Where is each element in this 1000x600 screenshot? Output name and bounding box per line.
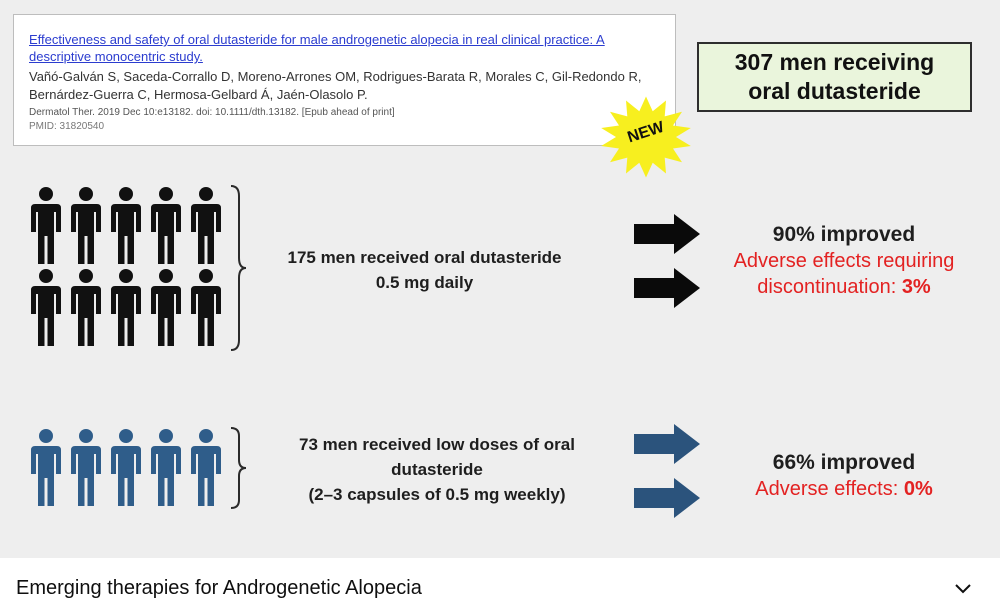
people-group-low-dose [26,428,226,508]
person-icon [151,187,181,264]
group-daily-line-1: 175 men received oral dutasteride [287,248,562,267]
result-low-dose-improved: 66% improved [772,451,916,474]
person-icon [151,429,181,506]
person-icon [106,268,146,348]
person-icon [71,429,101,506]
person-icon [146,268,186,348]
right-arrow-icon [634,214,700,254]
group-daily-description: 175 men received oral dutasteride 0.5 mg… [252,245,597,295]
person-icon [106,186,146,266]
person-icon [146,186,186,266]
adverse-label: Adverse effects: [755,478,904,500]
right-arrow-icon [634,268,700,308]
person-icon [186,268,226,348]
people-group-daily [26,186,226,348]
citation-box: Effectiveness and safety of oral dutaste… [13,14,676,146]
person-icon [26,186,66,266]
right-brace-icon [230,185,247,351]
adverse-percent: 0% [903,478,933,500]
citation-journal: Dermatol Ther. 2019 Dec 10:e13182. doi: … [29,107,395,118]
person-icon [66,428,106,508]
person-icon [31,429,61,506]
citation-pmid: PMID: 31820540 [29,121,105,132]
person-icon [191,429,221,506]
person-icon [71,269,101,346]
person-icon [146,428,186,508]
person-icon [186,428,226,508]
person-icon [191,269,221,346]
group-low-dose-line-2: dutasteride [391,460,483,479]
group-low-dose-line-1: 73 men received low doses of oral [299,435,575,454]
video-info-bar: Emerging therapies for Androgenetic Alop… [0,558,1000,600]
person-icon [71,187,101,264]
video-title[interactable]: Emerging therapies for Androgenetic Alop… [16,577,422,599]
right-arrow-icon [634,478,700,518]
result-daily-adverse-line-1: Adverse effects requiring [733,250,955,272]
result-daily: 90% improved Adverse effects requiring d… [690,222,998,300]
person-icon [151,269,181,346]
summary-box: 307 men receiving oral dutasteride [697,42,972,112]
person-icon [26,428,66,508]
chevron-down-icon[interactable] [951,578,975,600]
group-low-dose-description: 73 men received low doses of oral dutast… [252,432,622,507]
group-daily-line-2: 0.5 mg daily [375,273,474,292]
result-low-dose: 66% improved Adverse effects: 0% [690,450,998,502]
group-low-dose-line-3: (2–3 capsules of 0.5 mg weekly) [308,485,566,504]
person-icon [66,268,106,348]
person-icon [26,268,66,348]
person-icon [111,269,141,346]
summary-line-2: oral dutasteride [748,78,921,104]
adverse-label: discontinuation: [757,276,902,298]
citation-authors: Vañó-Galván S, Saceda-Corrallo D, Moreno… [29,69,642,102]
person-icon [31,269,61,346]
person-icon [111,187,141,264]
starburst-icon [601,96,691,178]
right-arrow-icon [634,424,700,464]
right-brace-icon [230,427,247,509]
adverse-percent: 3% [901,276,931,298]
person-icon [31,187,61,264]
person-icon [66,186,106,266]
summary-line-1: 307 men receiving [734,49,935,75]
video-frame[interactable]: Effectiveness and safety of oral dutaste… [0,0,1000,558]
result-daily-adverse-line-2: discontinuation: 3% [690,274,998,300]
result-daily-improved: 90% improved [772,223,916,246]
person-icon [191,187,221,264]
citation-title-link[interactable]: Effectiveness and safety of oral dutaste… [29,32,605,64]
person-icon [186,186,226,266]
person-icon [111,429,141,506]
result-low-dose-adverse: Adverse effects: 0% [690,476,998,502]
person-icon [106,428,146,508]
